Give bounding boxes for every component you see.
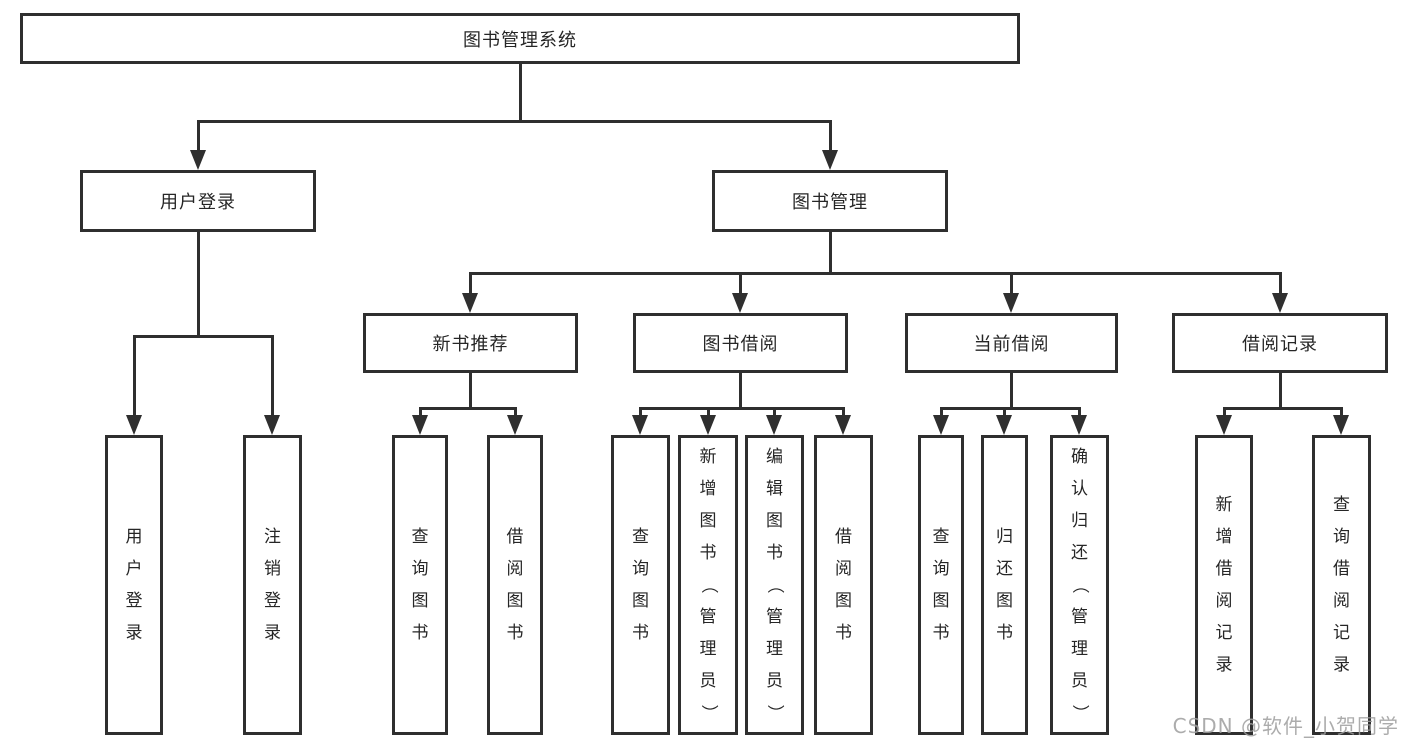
connector-drop bbox=[196, 120, 200, 152]
arrow-down bbox=[732, 293, 748, 313]
node-user-login: 用户登录 bbox=[80, 170, 316, 232]
connector-drop bbox=[1077, 407, 1081, 417]
arrow-down bbox=[264, 415, 280, 435]
node-label: 借阅记录 bbox=[1242, 334, 1318, 355]
connector-bar bbox=[196, 120, 832, 123]
connector-drop bbox=[468, 272, 472, 295]
connector-drop bbox=[1009, 272, 1013, 295]
node-label: 图书借阅 bbox=[702, 334, 779, 355]
node-book-borrowing: 图书借阅 bbox=[633, 313, 848, 373]
node-label: 当前借阅 bbox=[973, 334, 1050, 355]
node-label: 借阅图书 bbox=[506, 527, 524, 643]
node-leaf-query-books-3: 查询图书 bbox=[918, 435, 964, 735]
connector-bar bbox=[939, 407, 1081, 410]
connector-drop bbox=[939, 407, 943, 417]
node-label: 图书管理系统 bbox=[463, 29, 577, 51]
arrow-down bbox=[1003, 293, 1019, 313]
connector-drop bbox=[841, 407, 845, 417]
node-leaf-borrow-books-2: 借阅图书 bbox=[814, 435, 873, 735]
node-book-management: 图书管理 bbox=[712, 170, 948, 232]
connector-bar bbox=[638, 407, 845, 410]
connector-stem bbox=[518, 64, 522, 123]
connector-bar bbox=[1222, 407, 1343, 410]
arrow-down bbox=[1333, 415, 1349, 435]
node-label: 查询图书 bbox=[411, 527, 429, 643]
arrow-down bbox=[190, 150, 206, 170]
node-label: 新增图书（管理员） bbox=[698, 447, 718, 722]
node-leaf-query-borrow-record: 查询借阅记录 bbox=[1312, 435, 1371, 735]
arrow-down bbox=[933, 415, 949, 435]
node-label: 新增借阅记录 bbox=[1215, 495, 1233, 675]
node-leaf-add-books: 新增图书（管理员） bbox=[678, 435, 738, 735]
node-current-borrowing: 当前借阅 bbox=[905, 313, 1118, 373]
connector-drop bbox=[270, 335, 274, 417]
node-label: 借阅图书 bbox=[835, 527, 852, 643]
connector-stem bbox=[196, 232, 200, 338]
arrow-down bbox=[822, 150, 838, 170]
node-label: 图书管理 bbox=[792, 192, 868, 213]
connector-drop bbox=[1002, 407, 1006, 417]
arrow-down bbox=[1216, 415, 1232, 435]
node-label: 注销登录 bbox=[264, 527, 281, 643]
arrow-down bbox=[462, 293, 478, 313]
node-label: 用户登录 bbox=[160, 192, 236, 213]
arrow-down bbox=[507, 415, 523, 435]
node-label: 归还图书 bbox=[996, 527, 1013, 643]
node-label: 查询借阅记录 bbox=[1333, 495, 1350, 675]
node-leaf-confirm-return: 确认归还（管理员） bbox=[1050, 435, 1109, 735]
csdn-watermark: CSDN @软件_小贺同学 bbox=[1172, 714, 1399, 738]
node-label: 查询图书 bbox=[932, 527, 950, 643]
node-label: 确认归还（管理员） bbox=[1069, 447, 1090, 722]
connector-drop bbox=[1339, 407, 1343, 417]
node-new-book-recommend: 新书推荐 bbox=[363, 313, 578, 373]
arrow-down bbox=[835, 415, 851, 435]
connector-bar bbox=[468, 272, 1282, 275]
arrow-down bbox=[1272, 293, 1288, 313]
node-leaf-edit-books: 编辑图书（管理员） bbox=[745, 435, 804, 735]
connector-stem bbox=[1278, 373, 1282, 410]
node-leaf-borrow-books-1: 借阅图书 bbox=[487, 435, 543, 735]
node-label: 用户登录 bbox=[125, 527, 143, 643]
node-leaf-user-login: 用户登录 bbox=[105, 435, 163, 735]
node-leaf-query-books-2: 查询图书 bbox=[611, 435, 670, 735]
connector-stem bbox=[738, 373, 742, 410]
connector-drop bbox=[638, 407, 642, 417]
node-label: 查询图书 bbox=[632, 527, 649, 643]
node-label: 新书推荐 bbox=[432, 334, 509, 355]
node-root: 图书管理系统 bbox=[20, 13, 1020, 64]
connector-drop bbox=[738, 272, 742, 295]
node-leaf-logout: 注销登录 bbox=[243, 435, 302, 735]
arrow-down bbox=[700, 415, 716, 435]
connector-stem bbox=[468, 373, 472, 410]
arrow-down bbox=[766, 415, 782, 435]
connector-drop bbox=[1222, 407, 1226, 417]
connector-stem bbox=[828, 232, 832, 275]
node-leaf-return-books: 归还图书 bbox=[981, 435, 1028, 735]
arrow-down bbox=[126, 415, 142, 435]
connector-bar bbox=[418, 407, 517, 410]
connector-bar bbox=[132, 335, 274, 338]
node-leaf-query-books-1: 查询图书 bbox=[392, 435, 448, 735]
connector-stem bbox=[1009, 373, 1013, 410]
connector-drop bbox=[706, 407, 710, 417]
connector-drop bbox=[828, 120, 832, 152]
node-borrowing-records: 借阅记录 bbox=[1172, 313, 1388, 373]
arrow-down bbox=[1071, 415, 1087, 435]
connector-drop bbox=[513, 407, 517, 417]
connector-drop bbox=[132, 335, 136, 417]
connector-drop bbox=[1278, 272, 1282, 295]
connector-drop bbox=[418, 407, 422, 417]
connector-drop bbox=[772, 407, 776, 417]
arrow-down bbox=[996, 415, 1012, 435]
arrow-down bbox=[632, 415, 648, 435]
node-leaf-add-borrow-record: 新增借阅记录 bbox=[1195, 435, 1253, 735]
arrow-down bbox=[412, 415, 428, 435]
node-label: 编辑图书（管理员） bbox=[764, 447, 785, 722]
